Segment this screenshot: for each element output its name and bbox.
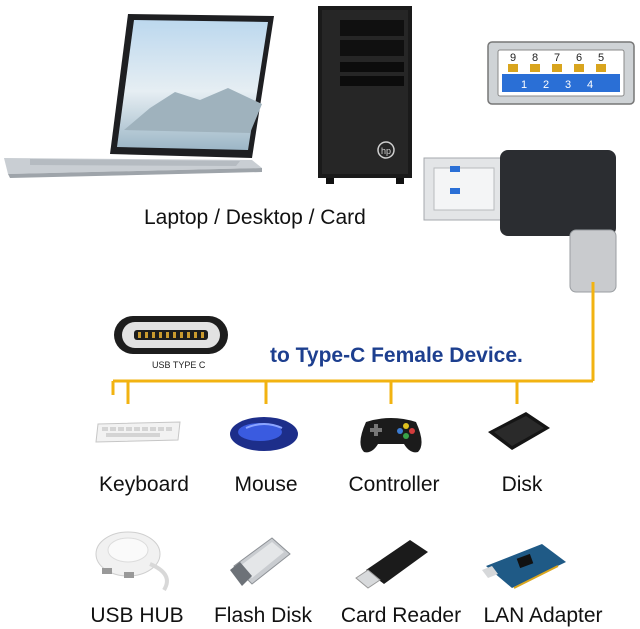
connector-caption: USB TYPE C — [152, 360, 206, 370]
svg-text:hp: hp — [381, 146, 391, 156]
desktop-tower-icon: hp — [318, 6, 412, 184]
usb-adapter-icon — [423, 150, 617, 293]
lan-adapter-icon — [482, 544, 566, 589]
mouse-icon — [230, 417, 298, 451]
card-reader-icon — [355, 540, 428, 589]
flash-disk-icon — [230, 537, 291, 586]
device-label-keyboard: Keyboard — [99, 473, 189, 496]
usb-type-c-connector-icon — [114, 316, 228, 354]
pin-label: 2 — [543, 79, 549, 91]
source-label: Laptop / Desktop / Card — [144, 206, 366, 229]
pin-label: 3 — [565, 79, 571, 91]
usb-hub-icon — [95, 531, 169, 592]
device-label-usb-hub: USB HUB — [90, 604, 184, 627]
device-label-mouse: Mouse — [234, 473, 298, 496]
disk-icon — [488, 412, 550, 450]
controller-icon — [360, 418, 422, 453]
device-label-lan-adapter: LAN Adapter — [483, 604, 603, 627]
pin-label: 5 — [598, 52, 604, 64]
pin-label: 7 — [554, 52, 560, 64]
usb-port-pinout-diagram: 9 8 7 6 5 1 2 3 4 — [487, 41, 635, 105]
device-label-controller: Controller — [348, 473, 440, 496]
pin-label: 4 — [587, 79, 593, 91]
pin-label: 9 — [510, 52, 516, 64]
device-label-disk: Disk — [501, 473, 543, 496]
headline: to Type-C Female Device. — [270, 344, 523, 367]
laptop-icon — [4, 14, 274, 178]
device-label-flash-disk: Flash Disk — [213, 604, 313, 627]
keyboard-icon — [95, 421, 181, 443]
pin-label: 1 — [521, 79, 527, 91]
device-label-card-reader: Card Reader — [340, 604, 462, 627]
pin-label: 8 — [532, 52, 538, 64]
pin-label: 6 — [576, 52, 582, 64]
